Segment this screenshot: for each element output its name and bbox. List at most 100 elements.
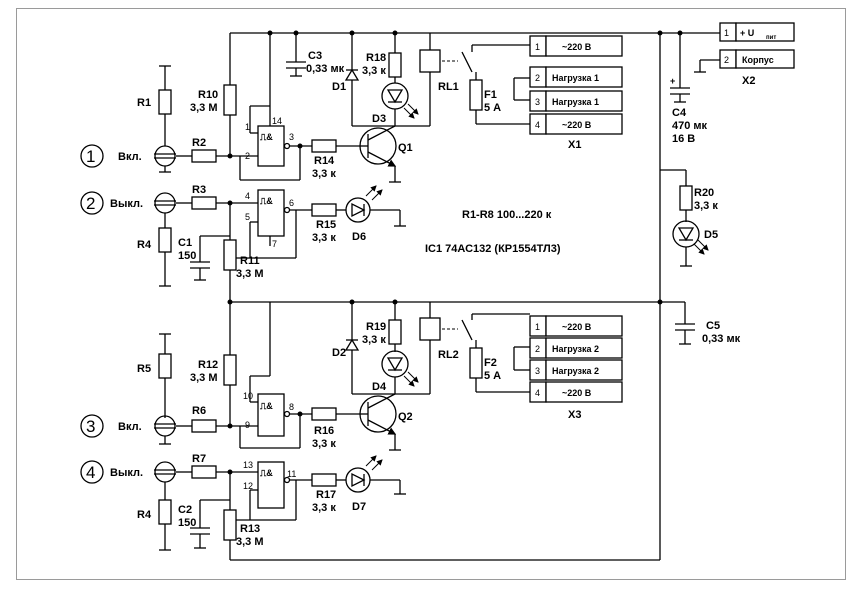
r7-label: R7	[192, 453, 206, 465]
g2-pin7: 7	[272, 239, 277, 249]
r3-label: R3	[192, 184, 206, 196]
r5-label: R5	[137, 363, 151, 375]
capacitor-c5: C5 0,33 мк	[675, 302, 741, 345]
r11-value: 3,3 М	[236, 268, 264, 280]
r18-label: R18	[366, 52, 386, 64]
f1-label: F1	[484, 89, 497, 101]
x1-row-2: Нагрузка 1	[552, 73, 599, 83]
input-3-label: Вкл.	[118, 421, 142, 433]
c5-value: 0,33 мк	[702, 333, 741, 345]
r16-value: 3,3 к	[312, 438, 336, 450]
r11-label: R11	[240, 255, 260, 267]
input-1-label: Вкл.	[118, 151, 142, 163]
q2-label: Q2	[398, 411, 413, 423]
d4-label: D4	[372, 381, 387, 393]
note-resistor-range: R1-R8 100...220 к	[462, 209, 552, 221]
x3-pin-2: 2	[535, 344, 540, 354]
x3-pin-3: 3	[535, 366, 540, 376]
r14-label: R14	[314, 155, 335, 167]
x2-row1-text: + U	[740, 28, 754, 38]
c4-label: C4	[672, 107, 687, 119]
connector-x1: 1 ~220 В 2 Нагрузка 1 3 Нагрузка 1 4 ~22…	[529, 35, 623, 151]
input-4-number: 4	[86, 463, 95, 482]
x2-pin-2: 2	[724, 55, 729, 65]
r16-label: R16	[314, 425, 334, 437]
diagram-frame	[16, 8, 846, 580]
capacitor-c3: C3 0,33 мк	[286, 33, 345, 77]
x3-pin-1: 1	[535, 322, 540, 332]
connector-x3: 1 ~220 В 2 Нагрузка 2 3 Нагрузка 2 4 ~22…	[529, 315, 623, 421]
f1-value: 5 А	[484, 102, 501, 114]
x3-pin-4: 4	[535, 388, 540, 398]
input-1-number: 1	[86, 147, 95, 166]
connector-x2: 1 + U пит 2 Корпус X2	[694, 22, 795, 87]
x2-pin-1: 1	[724, 28, 729, 38]
x3-row-1: ~220 В	[562, 322, 592, 332]
x3-row-2: Нагрузка 2	[552, 344, 599, 354]
g2-pin6: 6	[289, 198, 294, 208]
r18-value: 3,3 к	[362, 65, 386, 77]
r17-label: R17	[316, 489, 336, 501]
c4-voltage: 16 В	[672, 133, 695, 145]
x1-label: X1	[568, 139, 581, 151]
gate1-symbol: ⎍&	[260, 132, 273, 142]
channel-3: R5 R6 R12 3,3 М ⎍& 10 9 8 R16 3,3 к	[137, 302, 530, 451]
f2-value: 5 А	[484, 370, 501, 382]
gate3-symbol: ⎍&	[260, 401, 273, 411]
g2-pin4: 4	[245, 191, 250, 201]
r13-label: R13	[240, 523, 260, 535]
r12-value: 3,3 М	[190, 372, 218, 384]
x1-row-1: ~220 В	[562, 42, 592, 52]
channel-4: R4 R7 ⎍& 13 12 11 C2 150 R13 3,3 М	[137, 414, 406, 551]
d6-label: D6	[352, 231, 366, 243]
c3-label: C3	[308, 50, 322, 62]
g2-pin5: 5	[245, 212, 250, 222]
f2-label: F2	[484, 357, 497, 369]
x3-row-4: ~220 В	[562, 388, 592, 398]
input-4-label: Выкл.	[110, 467, 143, 479]
x1-row-3: Нагрузка 1	[552, 97, 599, 107]
r12-label: R12	[198, 359, 218, 371]
g3-pin8: 8	[289, 402, 294, 412]
x1-pin-4: 4	[535, 120, 540, 130]
x1-pin-1: 1	[535, 42, 540, 52]
supply-rails	[227, 30, 720, 561]
channel-2: R4 R3 ⎍& 4 5 6 7 C1 150 R11 3,	[137, 146, 406, 287]
r20-value: 3,3 к	[694, 200, 718, 212]
input-2-number: 2	[86, 194, 95, 213]
channel-1: R1 R2 R10 3,3 М ⎍& 1 2 3 14 R14	[137, 33, 530, 183]
g3-pin9: 9	[245, 420, 250, 430]
c4-plus: +	[670, 76, 675, 86]
c3-value: 0,33 мк	[306, 63, 345, 75]
g4-pin12: 12	[243, 481, 253, 491]
r15-value: 3,3 к	[312, 232, 336, 244]
c5-label: C5	[706, 320, 720, 332]
d1-label: D1	[332, 81, 346, 93]
r17-value: 3,3 к	[312, 502, 336, 514]
input-markers: 1 Вкл. 2 Выкл. 3 Вкл. 4 Выкл.	[80, 144, 143, 484]
r10-label: R10	[198, 89, 218, 101]
r14-value: 3,3 к	[312, 168, 336, 180]
x1-pin-2: 2	[535, 73, 540, 83]
g1-pin2: 2	[245, 151, 250, 161]
r4b-label: R4	[137, 509, 152, 521]
input-3-number: 3	[86, 417, 95, 436]
g1-pin3: 3	[289, 132, 294, 142]
rl1-label: RL1	[438, 81, 459, 93]
g4-pin11: 11	[287, 469, 296, 479]
r20-d5: R20 3,3 к D5	[660, 169, 718, 267]
d7-label: D7	[352, 501, 366, 513]
r2-label: R2	[192, 137, 206, 149]
g4-pin13: 13	[243, 460, 253, 470]
c1-value: 150	[178, 250, 196, 262]
r1-label: R1	[137, 97, 151, 109]
r10-value: 3,3 М	[190, 102, 218, 114]
g3-pin10: 10	[243, 391, 253, 401]
x1-pin-3: 3	[535, 97, 540, 107]
x3-label: X3	[568, 409, 581, 421]
input-2-label: Выкл.	[110, 198, 143, 210]
gate2-symbol: ⎍&	[260, 196, 273, 206]
rl2-label: RL2	[438, 349, 459, 361]
x2-label: X2	[742, 75, 755, 87]
